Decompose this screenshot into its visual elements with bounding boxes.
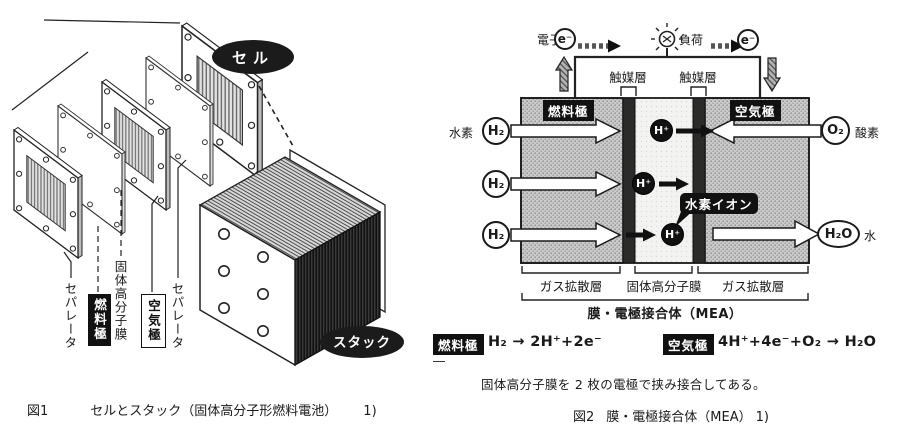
cathode-reaction-chip: 空気極 [663, 334, 714, 355]
catalyst-tick-left [620, 86, 637, 96]
membrane-label: 固体高分子膜 [626, 279, 702, 294]
figure1-cell-stack: セル スタック セパレータ 燃料極 固体高分子膜 空気極 セパレータ 図1 セル… [0, 0, 452, 435]
proton-symbol-3: H⁺ [661, 223, 684, 246]
proton-symbol-2: H⁺ [632, 172, 655, 195]
water-label: 水 [864, 229, 877, 243]
label-membrane: 固体高分子膜 [112, 260, 128, 341]
gas-diffusion-label-left: ガス拡散層 [539, 279, 603, 294]
cell-badge-label: セル [232, 49, 274, 67]
fuel-electrode-chip: 燃料極 [543, 100, 594, 121]
circuit-wire [573, 55, 762, 98]
stack-badge-label: スタック [333, 335, 391, 351]
h2o-symbol: H₂O [817, 220, 860, 248]
cell-badge-oval [212, 40, 294, 74]
o2-flow-arrow [708, 117, 822, 145]
electron-down-arrow [762, 57, 782, 93]
figure2-caption-text: 膜・電極接合体（MEA） [606, 410, 752, 425]
h2o-flow-arrow [712, 219, 821, 249]
label-separator-right: セパレータ [169, 282, 185, 350]
electron-right-arrow-1 [578, 39, 621, 53]
electron-right-arrow-2 [711, 39, 744, 53]
catalyst-label-left: 触媒層 [609, 70, 647, 85]
anode-reaction-chip: 燃料極 [433, 334, 484, 355]
hydrogen-label: 水素 [449, 126, 474, 140]
figure1-caption: 図1 セルとスタック（固体高分子形燃料電池） 1) [27, 400, 377, 419]
figure1-caption-prefix: 図1 [27, 404, 49, 419]
proton-symbol-1: H⁺ [650, 119, 673, 142]
electron-symbol-left: e⁻ [554, 28, 576, 50]
label-fuel-electrode: 燃料極 [88, 294, 111, 346]
mea-bracket [521, 293, 809, 301]
layer-brackets [521, 266, 809, 301]
figure2-caption-ref: 1) [755, 410, 769, 425]
air-electrode-chip: 空気極 [730, 100, 781, 121]
cell-extent-line-top [43, 19, 181, 24]
mea-drawing [510, 23, 822, 301]
cell-stack-drawing: セル スタック [11, 19, 404, 367]
figure2-note: 固体高分子膜を 2 枚の電極で挟み接合してある。 [481, 377, 766, 392]
figure2-caption: 図2 膜・電極接合体（MEA） 1) [573, 406, 769, 425]
anode-reaction: H₂ → 2H⁺+2e⁻ [488, 334, 602, 350]
electron-up-arrow [554, 55, 574, 92]
catalyst-layer-right [692, 97, 706, 264]
mea-label: 膜・電極接合体（MEA） [587, 307, 743, 322]
figure1-caption-ref: 1) [363, 404, 377, 419]
load-bulb-icon [651, 23, 683, 57]
cell-extent-line-diagonal [11, 51, 89, 111]
hydrogen-ion-callout: 水素イオン [680, 193, 758, 214]
load-label: 負荷 [679, 33, 704, 47]
figure1-caption-text: セルとスタック（固体高分子形燃料電池） [90, 404, 338, 419]
label-air-electrode: 空気極 [141, 294, 166, 348]
footnote-mark: ― [433, 354, 445, 368]
o2-symbol: O₂ [821, 116, 850, 145]
h2-symbol-3: H₂ [482, 221, 510, 249]
electron-symbol-right: e⁻ [737, 29, 759, 51]
h2-symbol-1: H₂ [482, 117, 510, 145]
h2-symbol-2: H₂ [482, 170, 510, 198]
gas-diffusion-label-right: ガス拡散層 [721, 279, 785, 294]
cathode-reaction: 4H⁺+4e⁻+O₂ → H₂O [718, 334, 877, 350]
proton-arrows [626, 124, 714, 242]
catalyst-tick-right [690, 86, 707, 96]
part-leader-lines [63, 159, 187, 292]
oxygen-label: 酸素 [855, 126, 880, 140]
label-separator-left: セパレータ [62, 282, 78, 350]
catalyst-label-right: 触媒層 [679, 70, 717, 85]
figure2-mea: 電子 e⁻ 負荷 e⁻ 触媒層 触媒層 燃料極 空気極 水素 H₂ H₂ H₂ … [430, 0, 905, 435]
h2-flow-arrows [510, 117, 622, 249]
stack-badge-oval [320, 326, 404, 358]
stack-front-plate [199, 203, 296, 367]
assembly-dashed-line-1 [258, 85, 294, 147]
figure2-caption-prefix: 図2 [573, 410, 595, 425]
